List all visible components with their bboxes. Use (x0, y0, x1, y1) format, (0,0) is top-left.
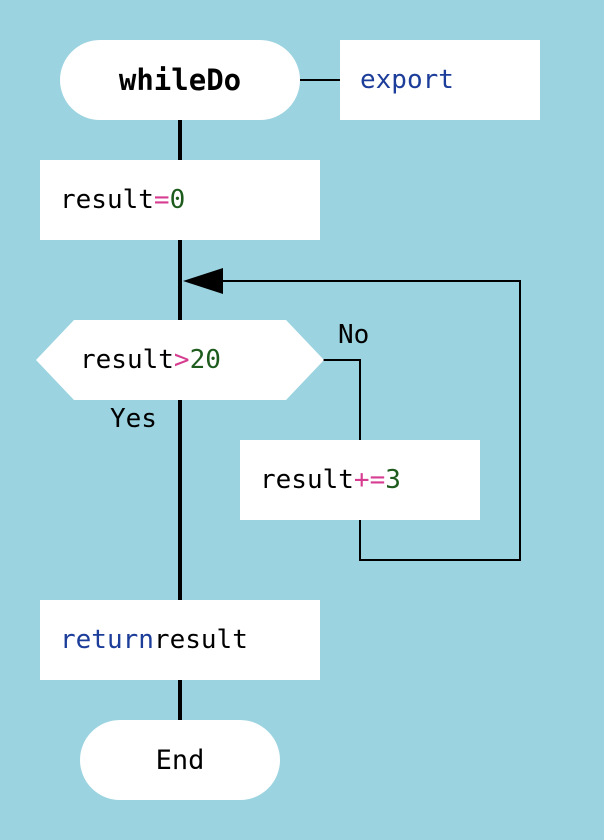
start-terminal: whileDo (60, 40, 300, 120)
return-keyword: return (60, 625, 154, 655)
end-terminal: End (80, 720, 280, 800)
export-keyword: export (360, 65, 454, 95)
return-var: result (153, 625, 248, 655)
loop-back-line (220, 280, 521, 561)
init-var: result (60, 185, 154, 215)
condition-operator: > (173, 345, 190, 375)
condition-node: result > 20 (36, 320, 324, 400)
yes-label: Yes (110, 404, 157, 434)
condition-var: result (80, 345, 174, 375)
condition-value: 20 (189, 345, 221, 375)
end-label: End (155, 744, 205, 776)
loop-arrowhead (183, 268, 223, 294)
init-statement: result = 0 (40, 160, 320, 240)
export-box: export (340, 40, 540, 120)
no-label: No (338, 320, 370, 350)
no-branch-line (322, 359, 361, 440)
start-label: whileDo (118, 63, 242, 97)
init-operator: = (153, 185, 170, 215)
init-value: 0 (169, 185, 186, 215)
loop-operator: += (353, 465, 386, 495)
loop-body-statement: result += 3 (240, 440, 480, 520)
return-statement: return result (40, 600, 320, 680)
loop-var: result (260, 465, 354, 495)
loop-value: 3 (385, 465, 401, 495)
